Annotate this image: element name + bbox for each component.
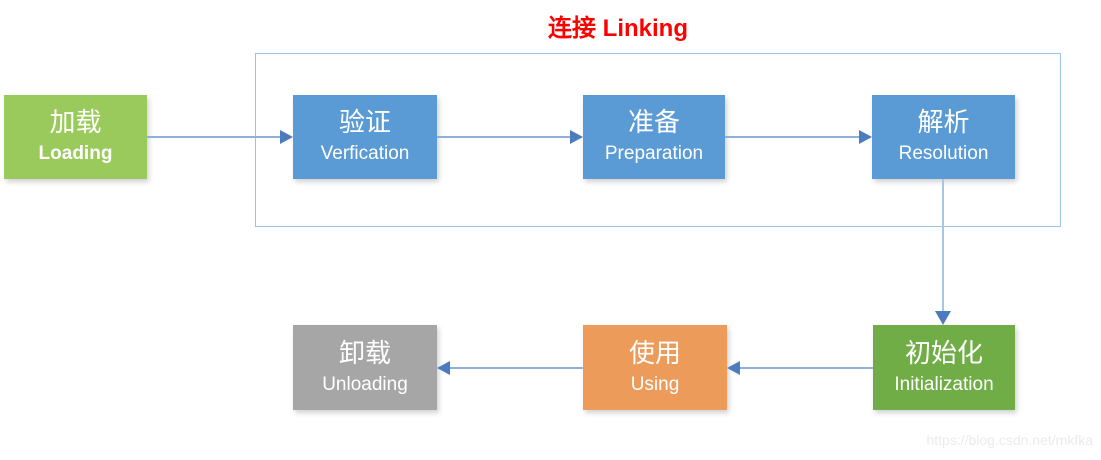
- node-unloading-label-zh: 卸载: [338, 338, 391, 368]
- node-resolution-label-zh: 解析: [917, 108, 970, 137]
- node-loading: 加载 Loading: [4, 95, 147, 179]
- node-initialization-label-zh: 初始化: [904, 338, 983, 368]
- node-using-label-zh: 使用: [628, 338, 681, 368]
- arrow-resolution-to-initialization-head-icon: [935, 311, 951, 325]
- node-using: 使用 Using: [583, 325, 727, 410]
- arrow-preparation-to-resolution-line: [725, 136, 859, 138]
- node-loading-label-en: Loading: [38, 143, 113, 164]
- node-resolution-label-en: Resolution: [898, 143, 989, 164]
- arrow-preparation-to-resolution-head-icon: [859, 130, 872, 144]
- node-preparation: 准备 Preparation: [583, 95, 725, 179]
- arrow-verification-to-preparation-head-icon: [570, 130, 583, 144]
- diagram-title-zh: 连接: [548, 16, 596, 42]
- diagram-title: 连接 Linking: [548, 8, 688, 43]
- node-loading-label-zh: 加载: [49, 108, 102, 137]
- node-verification-label-zh: 验证: [338, 108, 391, 137]
- node-resolution: 解析 Resolution: [872, 95, 1015, 179]
- arrow-initialization-to-using-head-icon: [727, 361, 740, 375]
- arrow-resolution-to-initialization-line: [942, 179, 944, 311]
- diagram-title-en: Linking: [602, 15, 688, 42]
- node-unloading: 卸载 Unloading: [293, 325, 437, 410]
- arrow-verification-to-preparation-line: [437, 136, 570, 138]
- node-preparation-label-zh: 准备: [627, 108, 680, 137]
- linking-group-frame: [255, 53, 1061, 227]
- watermark: https://blog.csdn.net/mkfka: [926, 432, 1093, 448]
- node-verification-label-en: Verfication: [320, 143, 410, 164]
- node-unloading-label-en: Unloading: [322, 373, 408, 395]
- arrow-using-to-unloading-line: [450, 367, 583, 369]
- arrow-initialization-to-using-line: [740, 367, 873, 369]
- node-initialization-label-en: Initialization: [894, 373, 994, 395]
- node-using-label-en: Using: [630, 373, 680, 395]
- node-initialization: 初始化 Initialization: [873, 325, 1015, 410]
- arrow-loading-to-verification-line: [147, 136, 280, 138]
- arrow-using-to-unloading-head-icon: [437, 361, 450, 375]
- node-preparation-label-en: Preparation: [604, 143, 704, 164]
- arrow-loading-to-verification-head-icon: [280, 130, 293, 144]
- node-verification: 验证 Verfication: [293, 95, 437, 179]
